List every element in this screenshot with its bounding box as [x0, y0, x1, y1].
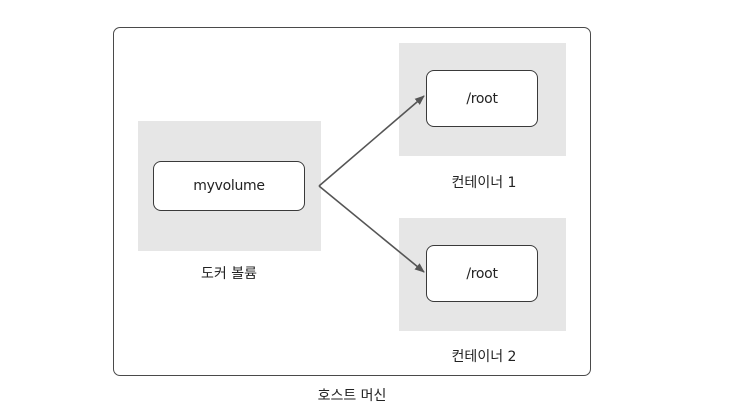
container-1-path-node: /root	[426, 70, 538, 127]
host-machine-label: 호스트 머신	[317, 388, 387, 404]
host-machine-frame	[113, 27, 591, 376]
docker-volume-label: 도커 볼륨	[201, 266, 257, 282]
container-2-path-node: /root	[426, 245, 538, 302]
container-2-label: 컨테이너 2	[451, 349, 517, 365]
volume-node: myvolume	[153, 161, 305, 211]
container-1-label: 컨테이너 1	[451, 175, 517, 191]
